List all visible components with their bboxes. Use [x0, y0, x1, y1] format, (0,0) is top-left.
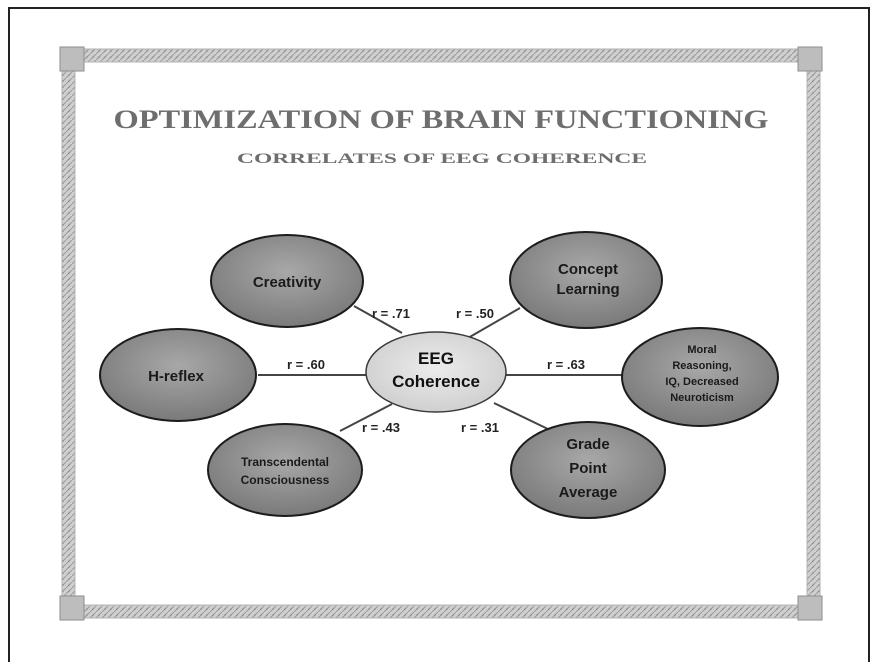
svg-text:Moral: Moral — [687, 344, 716, 356]
node-creativity: Creativity — [210, 234, 364, 328]
svg-text:Reasoning,: Reasoning, — [672, 360, 731, 372]
correlation-label-moral-reasoning: r = .63 — [547, 357, 585, 372]
correlation-label-h-reflex: r = .60 — [287, 357, 325, 372]
connector-concept-learning — [467, 307, 521, 339]
svg-text:Average: Average — [559, 484, 618, 501]
corner-ornaments — [59, 46, 823, 621]
node-grade-point-average: Grade Point Average — [510, 421, 666, 519]
connector-lines — [258, 305, 622, 432]
node-concept-learning: Concept Learning — [509, 231, 663, 329]
svg-text:Grade: Grade — [566, 436, 609, 453]
correlation-label-creativity: r = .71 — [372, 306, 410, 321]
svg-text:EEG: EEG — [418, 349, 454, 368]
node-h-reflex: H-reflex — [99, 328, 257, 422]
node-moral-reasoning: Moral Reasoning, IQ, Decreased Neurotici… — [621, 327, 779, 427]
slide-subtitle: CORRELATES OF EEG COHERENCE — [237, 151, 647, 167]
svg-text:Concept: Concept — [558, 261, 618, 278]
decorative-border — [61, 48, 821, 619]
svg-text:Learning: Learning — [556, 281, 619, 298]
correlation-label-transcendental: r = .43 — [362, 420, 400, 435]
node-transcendental-consciousness: Transcendental Consciousness — [207, 423, 363, 517]
svg-text:Point: Point — [569, 460, 607, 477]
svg-text:Transcendental: Transcendental — [241, 455, 329, 469]
connector-gpa — [493, 402, 551, 431]
connector-creativity — [353, 305, 403, 334]
connector-transcendental — [339, 403, 393, 432]
node-eeg-coherence: EEG Coherence — [365, 331, 507, 413]
svg-text:Consciousness: Consciousness — [241, 473, 330, 487]
svg-text:H-reflex: H-reflex — [148, 368, 205, 385]
svg-text:Coherence: Coherence — [392, 372, 480, 391]
svg-text:IQ, Decreased: IQ, Decreased — [665, 376, 738, 388]
correlation-label-gpa: r = .31 — [461, 420, 499, 435]
correlation-label-concept-learning: r = .50 — [456, 306, 494, 321]
slide-title: OPTIMIZATION OF BRAIN FUNCTIONING — [114, 105, 769, 134]
svg-text:Creativity: Creativity — [253, 274, 322, 291]
svg-text:Neuroticism: Neuroticism — [670, 392, 734, 404]
